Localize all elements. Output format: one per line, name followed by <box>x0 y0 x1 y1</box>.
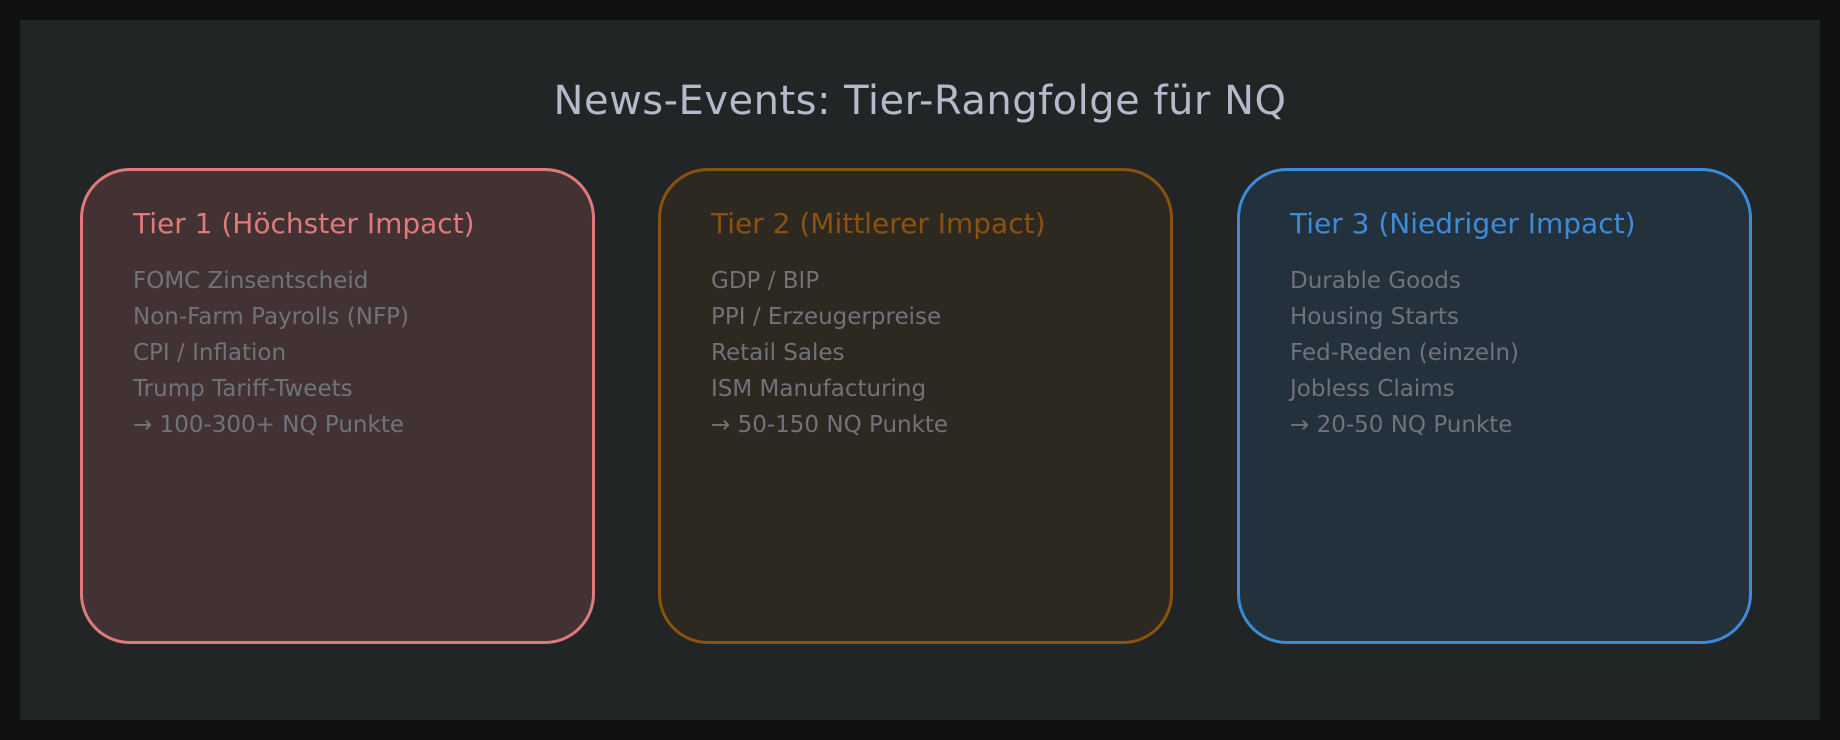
list-item: Trump Tariff-Tweets <box>133 376 353 402</box>
list-item: PPI / Erzeugerpreise <box>711 304 942 330</box>
tier-2-list: GDP / BIP PPI / Erzeugerpreise Retail Sa… <box>711 263 948 443</box>
tier-1-heading: Tier 1 (Höchster Impact) <box>133 207 475 240</box>
list-item: Housing Starts <box>1290 304 1459 330</box>
tier-1-card: Tier 1 (Höchster Impact) FOMC Zinsentsch… <box>80 168 595 644</box>
impact-range: → 100-300+ NQ Punkte <box>133 412 404 438</box>
impact-range: → 20-50 NQ Punkte <box>1290 412 1513 438</box>
tier-2-card: Tier 2 (Mittlerer Impact) GDP / BIP PPI … <box>658 168 1173 644</box>
tier-3-card: Tier 3 (Niedriger Impact) Durable Goods … <box>1237 168 1752 644</box>
tier-1-list: FOMC Zinsentscheid Non-Farm Payrolls (NF… <box>133 263 409 443</box>
list-item: Durable Goods <box>1290 268 1461 294</box>
list-item: CPI / Inflation <box>133 340 287 366</box>
list-item: Non-Farm Payrolls (NFP) <box>133 304 410 330</box>
tier-3-heading: Tier 3 (Niedriger Impact) <box>1290 207 1636 240</box>
impact-range: → 50-150 NQ Punkte <box>711 412 949 438</box>
diagram-title: News-Events: Tier-Rangfolge für NQ <box>553 78 1287 124</box>
list-item: Fed-Reden (einzeln) <box>1290 340 1520 366</box>
diagram-canvas: News-Events: Tier-Rangfolge für NQ Tier … <box>20 20 1820 720</box>
list-item: ISM Manufacturing <box>711 376 927 402</box>
list-item: FOMC Zinsentscheid <box>133 268 369 294</box>
list-item: Jobless Claims <box>1290 376 1455 402</box>
list-item: Retail Sales <box>711 340 845 366</box>
tier-2-heading: Tier 2 (Mittlerer Impact) <box>711 207 1046 240</box>
tier-3-list: Durable Goods Housing Starts Fed-Reden (… <box>1290 263 1519 443</box>
list-item: GDP / BIP <box>711 268 820 294</box>
